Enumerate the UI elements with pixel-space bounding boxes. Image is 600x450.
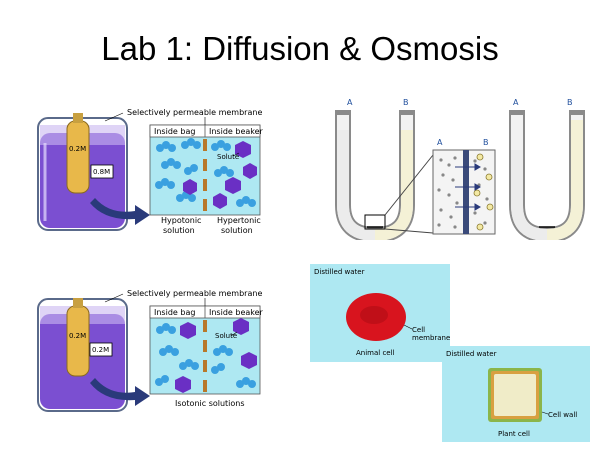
isotonic-caption: Isotonic solutions xyxy=(175,399,245,408)
animal-cell-panel: Distilled water Cell membrane Animal cel… xyxy=(310,264,450,362)
tube1-label-b: B xyxy=(403,98,409,107)
inside-beaker-label: Inside beaker xyxy=(209,127,264,136)
plant-cell-panel: Distilled water Cell wall Plant cell xyxy=(442,346,590,442)
beaker-molarity-label-2: 0.2M xyxy=(92,346,109,354)
cell-wall-label: Cell wall xyxy=(548,411,577,419)
left-caption-1: Hypotonic xyxy=(161,216,201,225)
zoom-label-a: A xyxy=(437,138,443,147)
water-molecules-2 xyxy=(155,323,256,388)
plant-water-label: Distilled water xyxy=(446,350,497,358)
membrane-label-2: Selectively permeable membrane xyxy=(127,289,262,298)
cell-membrane-label-2: membrane xyxy=(412,334,450,342)
dialysis-bag-1: 0.2M xyxy=(66,113,90,194)
u-tube-diagram: A B A B A B xyxy=(335,98,585,240)
u-tube-2 xyxy=(509,110,585,240)
solution-panel-1: Inside bag Inside beaker xyxy=(149,124,264,216)
membrane-label: Selectively permeable membrane xyxy=(127,108,262,117)
solute-molecules-2 xyxy=(175,318,257,393)
tube2-label-b: B xyxy=(567,98,573,107)
isotonic-diagram: 0.2M 0.2M Inside bag Inside beaker xyxy=(37,289,264,412)
animal-cell-caption: Animal cell xyxy=(356,349,395,357)
left-caption-2: solution xyxy=(163,226,195,235)
cell-membrane-label-1: Cell xyxy=(412,326,425,334)
tube1-label-a: A xyxy=(347,98,353,107)
plant-cell-caption: Plant cell xyxy=(498,430,530,438)
solute-molecules-1 xyxy=(183,141,257,209)
solute-label-2: Solute xyxy=(215,332,237,340)
hypotonic-hypertonic-diagram: 0.2M 0.8M Inside bag Inside beaker xyxy=(37,108,264,235)
bag-molarity-label: 0.2M xyxy=(69,145,86,153)
membrane-2 xyxy=(203,320,207,392)
membrane-1 xyxy=(203,139,207,211)
tube2-label-a: A xyxy=(513,98,519,107)
zoom-arrow-icon xyxy=(90,378,150,406)
bag-molarity-label-2: 0.2M xyxy=(69,332,86,340)
inside-beaker-label-2: Inside beaker xyxy=(209,308,264,317)
animal-water-label: Distilled water xyxy=(314,268,365,276)
zoom-label-b: B xyxy=(483,138,489,147)
dialysis-bag-2: 0.2M xyxy=(66,298,90,377)
cells-in-water-diagram: Distilled water Cell membrane Animal cel… xyxy=(310,264,590,442)
u-tube-1 xyxy=(335,110,415,240)
right-caption-2: solution xyxy=(221,226,253,235)
beaker-molarity-label: 0.8M xyxy=(93,168,110,176)
zoom-arrow-icon xyxy=(90,198,150,225)
membrane-zoom-panel xyxy=(432,149,496,235)
inside-bag-label: Inside bag xyxy=(154,127,195,136)
inside-bag-label-2: Inside bag xyxy=(154,308,195,317)
solute-label: Solute xyxy=(217,153,239,161)
solution-panel-2: Inside bag Inside beaker Solute xyxy=(149,305,264,395)
right-caption-1: Hypertonic xyxy=(217,216,261,225)
slide-title: Lab 1: Diffusion & Osmosis xyxy=(101,30,499,67)
